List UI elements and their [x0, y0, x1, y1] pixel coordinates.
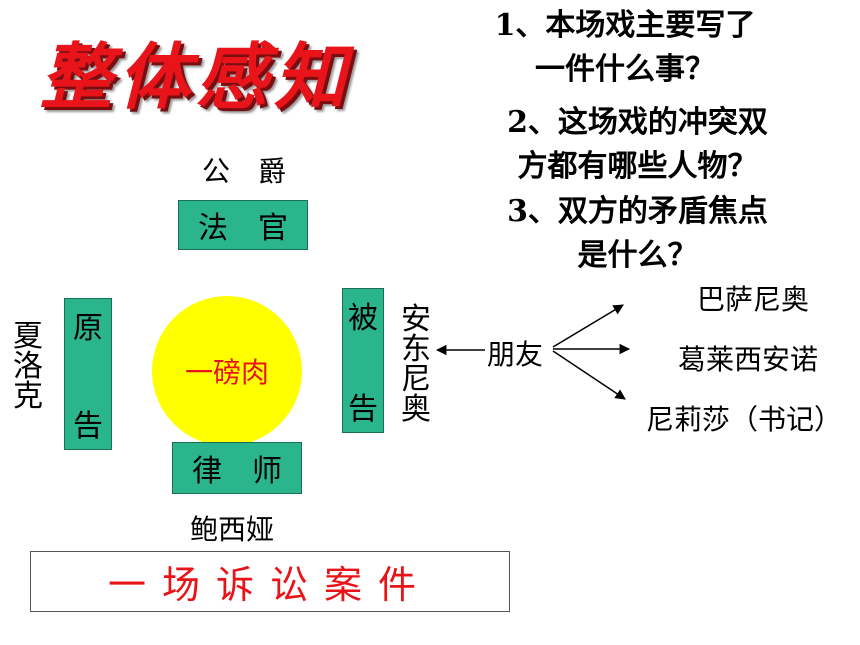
- portia-label: 鲍西娅: [190, 513, 275, 546]
- relation-arrows: [435, 304, 631, 400]
- judge-box: 法 官: [178, 200, 308, 250]
- question-1-line1: 1、本场戏主要写了: [494, 8, 756, 43]
- question-1-line2: 一件什么事？: [535, 52, 715, 87]
- slide-title: 整体感知: [40, 34, 353, 119]
- question-2: 2、这场戏的冲突双 方都有哪些人物？: [465, 101, 810, 189]
- question-2-line1: 2、这场戏的冲突双: [507, 105, 768, 140]
- plaintiff-bottom: 告: [73, 409, 103, 444]
- question-3-line2: 是什么？: [577, 238, 698, 273]
- friend-gratiano: 葛莱西安诺: [678, 343, 819, 376]
- plaintiff-top: 原: [73, 311, 103, 346]
- antonio-label: 安东尼奥: [401, 302, 431, 427]
- plaintiff-box: 原 告: [64, 298, 112, 450]
- defendant-box: 被 告: [342, 288, 384, 433]
- shylock-label: 夏洛克: [13, 319, 43, 414]
- lawyer-box: 律 师: [172, 442, 302, 494]
- question-1: 1、本场戏主要写了 一件什么事？: [455, 4, 795, 92]
- duke-label: 公 爵: [202, 155, 287, 188]
- friend-nerissa: 尼莉莎（书记）: [646, 403, 843, 436]
- arrow-to-nerissa: [552, 350, 626, 400]
- question-3-line1: 3、双方的矛盾焦点: [507, 194, 768, 229]
- pound-of-flesh: 一磅肉: [152, 296, 302, 446]
- defendant-bottom: 告: [348, 392, 378, 427]
- question-3: 3、双方的矛盾焦点 是什么？: [465, 190, 810, 278]
- friend-bassanio: 巴萨尼奥: [697, 283, 810, 316]
- defendant-top: 被: [348, 301, 378, 336]
- case-box: 一场诉讼案件: [30, 551, 510, 612]
- question-2-line2: 方都有哪些人物？: [517, 149, 758, 184]
- friends-label: 朋友: [487, 338, 544, 371]
- arrow-to-bassanio: [552, 304, 624, 348]
